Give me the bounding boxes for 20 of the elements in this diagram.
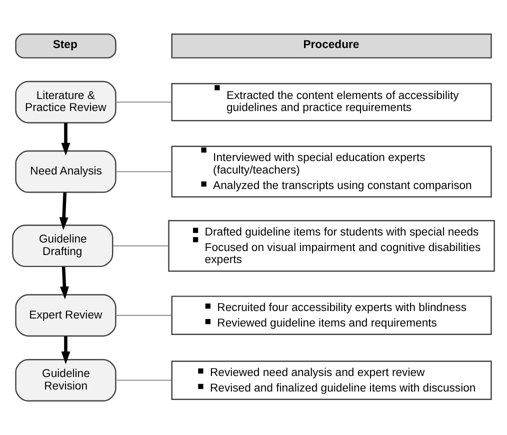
- connector: [116, 102, 172, 103]
- node-box: Expert Review: [15, 294, 116, 337]
- node-box: Need Analysis: [15, 150, 116, 193]
- arrow: [61, 123, 70, 156]
- node-box: Extracted the content elements of accessibility guidelines and practice requirements: [171, 82, 492, 122]
- node-box: Literature & Practice Review: [15, 80, 116, 124]
- connector: [112, 245, 168, 246]
- node-box: Procedure: [171, 34, 492, 58]
- node-box: Step: [15, 34, 116, 58]
- connector: [116, 314, 172, 316]
- node-box: Guideline Revision: [15, 359, 116, 402]
- node-box: Reviewed need analysis and expert review Revised and finalized guideline items with discussion: [171, 360, 492, 400]
- node-box: Guideline Drafting: [12, 224, 114, 268]
- arrow: [59, 192, 68, 230]
- node-box: Recruited four accessibility experts with blindness Reviewed guideline items and requirements: [171, 296, 492, 336]
- connector: [116, 171, 172, 172]
- arrow: [61, 336, 70, 364]
- connector: [116, 380, 172, 381]
- arrow: [60, 266, 69, 300]
- node-box: Drafted guideline items for students with special needs Focused on visual impairment and cognitive disabilities experts: [168, 220, 495, 272]
